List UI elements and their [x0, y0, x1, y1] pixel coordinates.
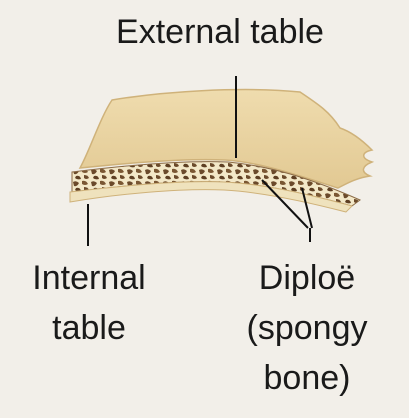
diploe-label-line1: Diploë: [222, 258, 392, 298]
internal-table-label-line2: table: [4, 308, 174, 348]
diploe-label-line2: (spongy: [222, 308, 392, 348]
internal-table-label-line1: Internal: [4, 258, 174, 298]
diploe-label-line3: bone): [222, 358, 392, 398]
external-table-label: External table: [60, 12, 380, 52]
